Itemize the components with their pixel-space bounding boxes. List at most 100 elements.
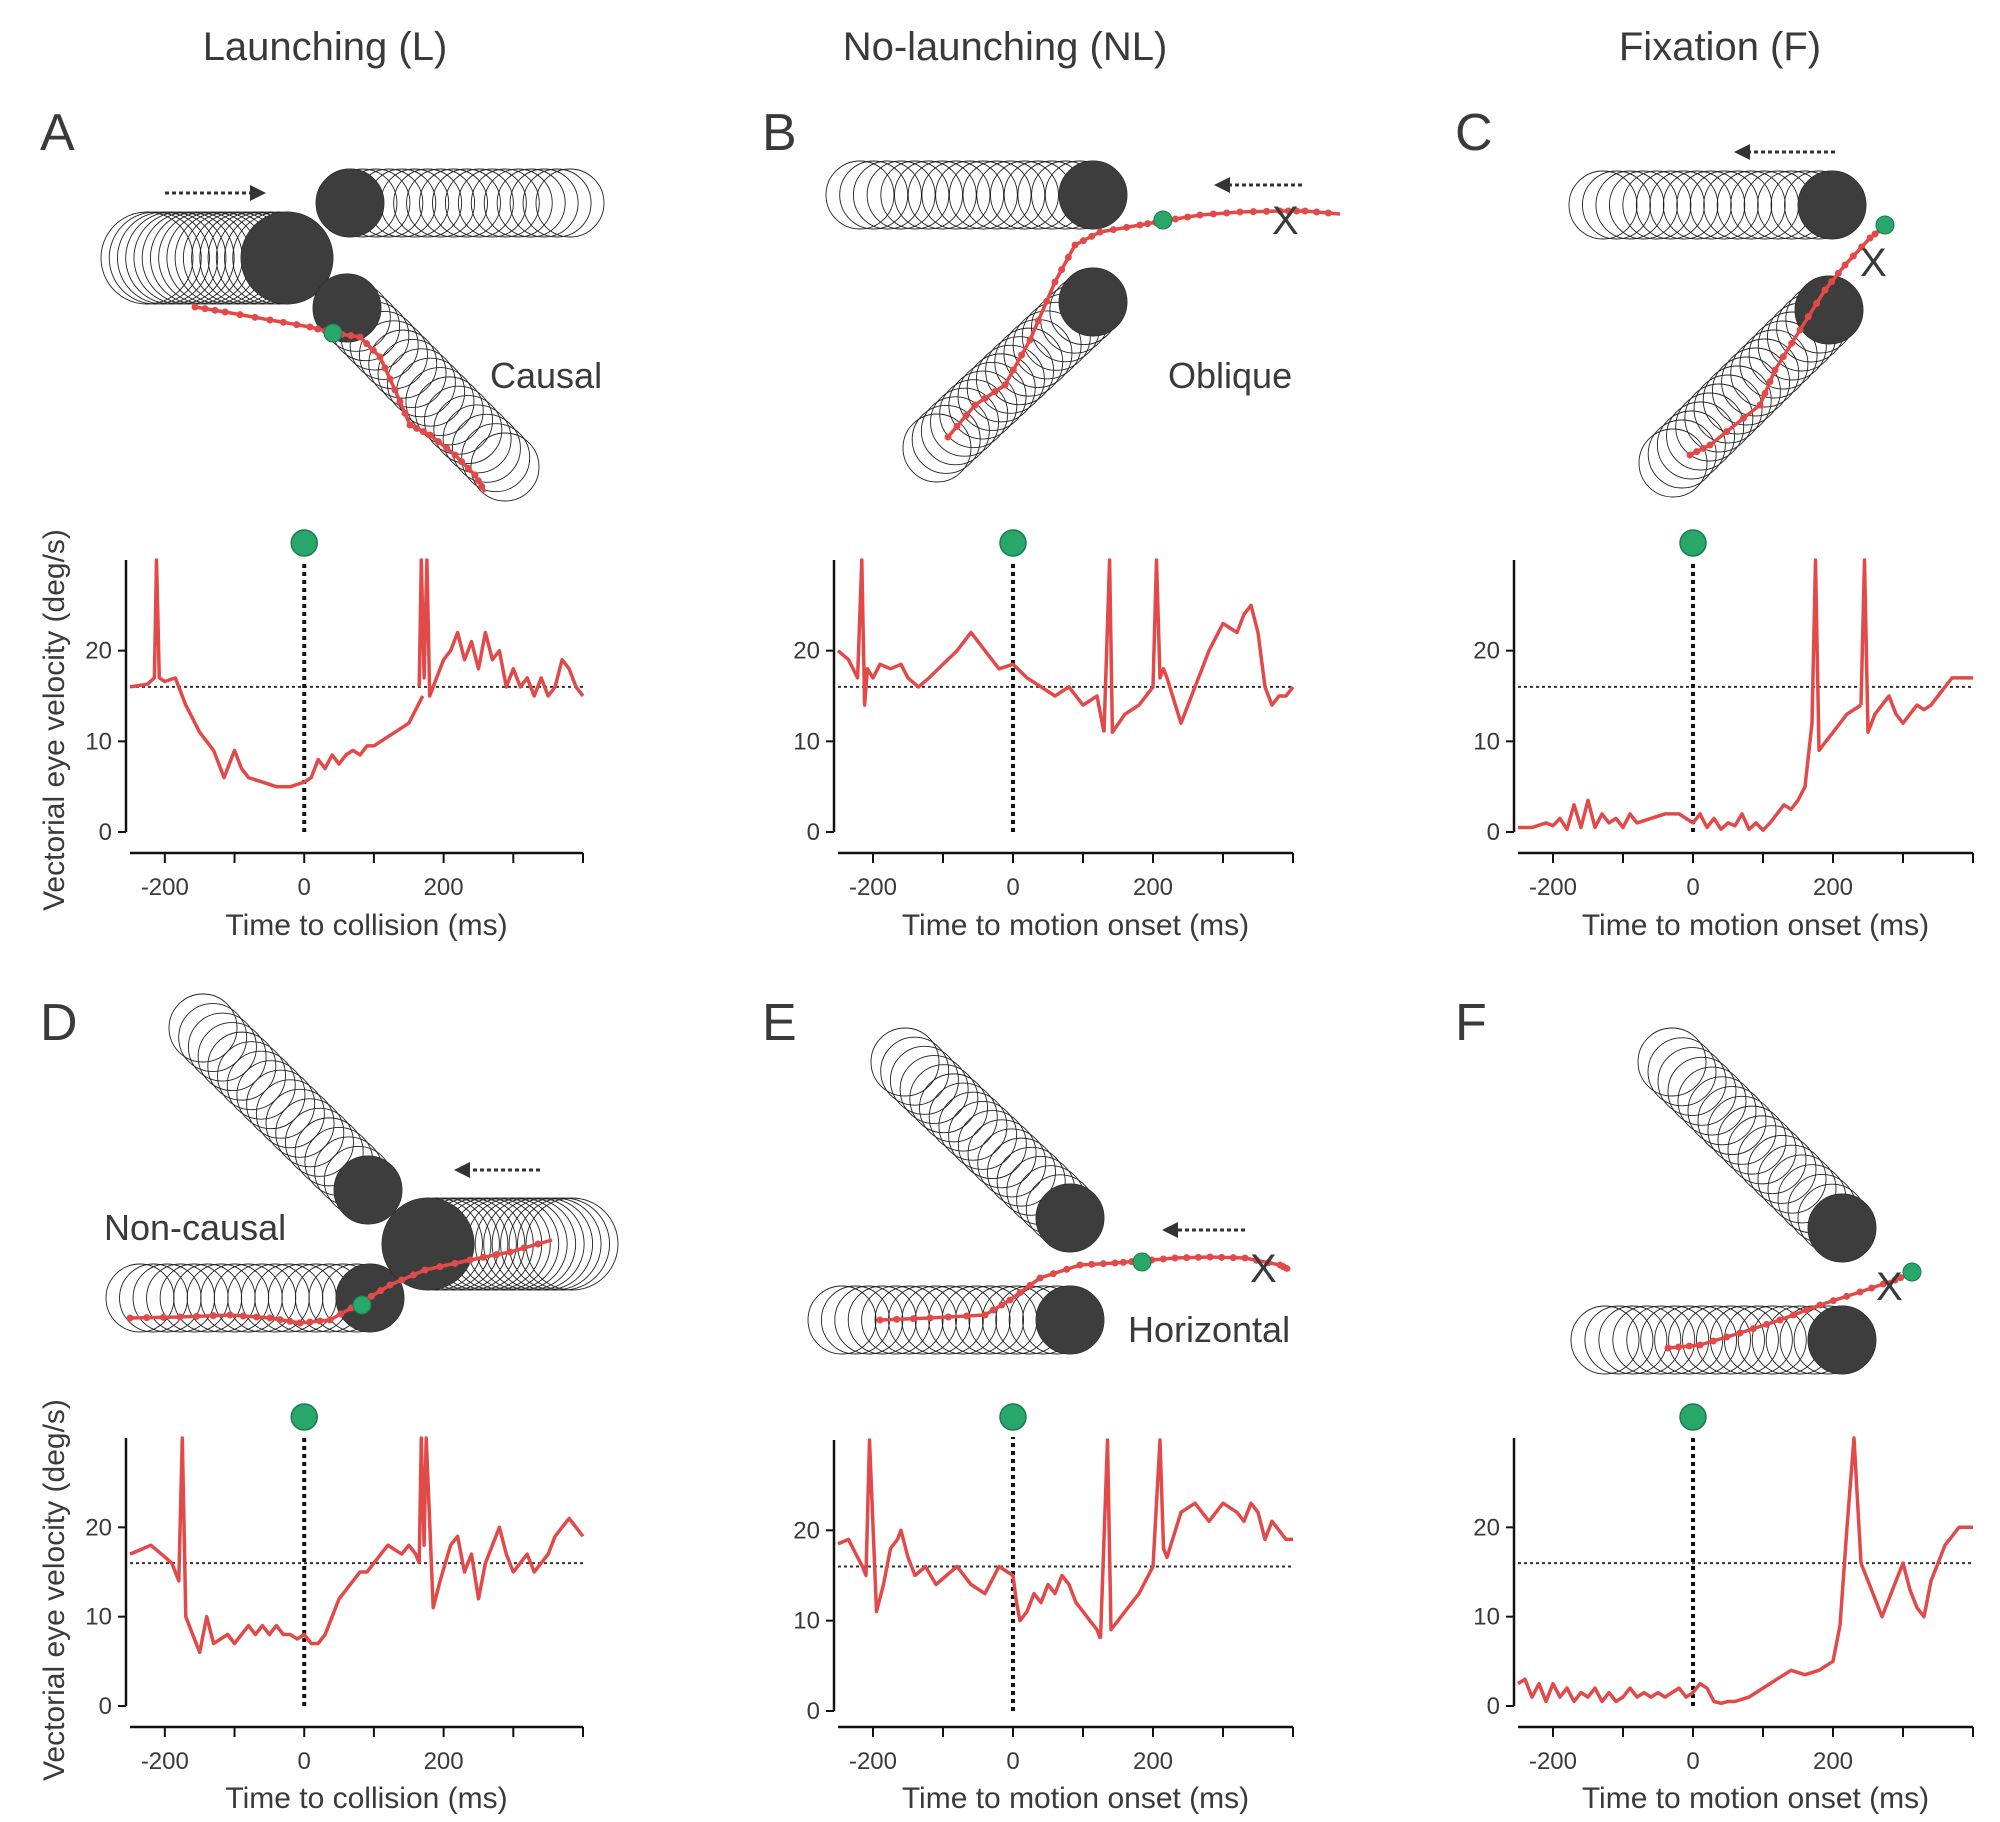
diagram-f-eye-trace-sample	[1816, 1301, 1824, 1309]
x-mark-f: X	[1876, 1265, 1903, 1309]
diagram-d-lower-ball-trail-circle	[132, 1263, 202, 1333]
diagram-a-eye-trace-sample	[464, 464, 472, 472]
chart-c-series-2	[1859, 558, 1973, 735]
diagram-d-upper-ball-trail-circle	[178, 1003, 248, 1072]
diagram-a-eye-trace-sample	[201, 305, 209, 313]
chart-b-y-tick-label: 20	[793, 638, 820, 665]
chart-c-x-axis-label: Time to motion onset (ms)	[1582, 909, 1929, 942]
diagram-d-upper-ball-trail-circle	[187, 1012, 257, 1082]
diagram-f-lower-ball-trail-circle	[1626, 1305, 1696, 1375]
diagram-a-launched-ball-trail-circle	[461, 423, 531, 493]
chart-e-x-axis-label: Time to motion onset (ms)	[902, 1782, 1249, 1815]
chart-d-x-tick-label: 0	[298, 1748, 311, 1775]
diagram-c-onset-marker	[1875, 215, 1895, 235]
chart-c-y-tick-label: 0	[1487, 819, 1500, 846]
diagram-e-lower-ball-trail	[807, 1285, 1105, 1355]
diagram-f-upper-ball-trail-circle	[1747, 1134, 1817, 1204]
diagram-a-eye-trace-sample	[279, 318, 287, 326]
chart-f-x-tick-label: -200	[1529, 1748, 1577, 1775]
diagram-d-collision-marker	[352, 1295, 372, 1315]
diagram-d-upper-ball-trail-circle	[168, 993, 238, 1063]
diagram-c-upper-ball-trail	[1568, 170, 1867, 240]
diagram-b-upper-ball-trail-circle	[976, 160, 1046, 230]
diagram-c-eye-trace-sample	[1834, 269, 1842, 277]
diagram-b-eye-trace-sample	[1058, 266, 1066, 274]
diagram-a-eye-trace-sample	[191, 303, 199, 311]
diagram-e-upper-ball-trail-circle	[977, 1128, 1047, 1198]
diagram-d-motion-arrow	[454, 1162, 540, 1178]
diagram-a-eye-trace-sample	[451, 451, 459, 459]
diagram-d-lower-ball-trail-circle	[105, 1263, 175, 1333]
chart-a-series-1	[129, 558, 425, 789]
diagram-f-upper-ball-trail-circle	[1767, 1154, 1837, 1224]
diagram-f-eye-trace-sample	[1897, 1274, 1905, 1282]
diagram-b-eye-trace-sample	[1071, 241, 1079, 249]
diagram-a-upper-ball-trail-circle	[393, 168, 463, 238]
diagram-b-lower-ball-trail-circle	[985, 336, 1055, 406]
diagram-b-lower-ball-trail-circle	[994, 327, 1064, 397]
diagram-d-upper-ball-trail-circle	[217, 1041, 286, 1111]
chart-f-x-tick-label: 0	[1686, 1748, 1699, 1775]
diagram-d-upper-ball-trail-circle	[246, 1069, 316, 1139]
diagram-d-launcher-ball-trail-circle	[491, 1197, 585, 1291]
diagram-a-eye-trace-sample	[266, 316, 274, 324]
diagram-f-eye-trace-sample	[1879, 1280, 1887, 1288]
diagram-f-upper-ball-trail-circle	[1687, 1076, 1757, 1146]
diagram-c-eye-trace-sample	[1858, 243, 1866, 251]
chart-c-x-tick-label: -200	[1529, 874, 1577, 901]
diagram-d-eye-trace-sample	[451, 1259, 459, 1267]
diagram-c-eye-trace-sample	[1871, 230, 1879, 238]
diagram-b-eye-trace-sample	[1144, 220, 1152, 228]
diagram-c-lower-ball-trail-circle	[1757, 311, 1827, 381]
chart-f-x-tick-label: 200	[1813, 1748, 1853, 1775]
chart-d-y-tick-label: 10	[85, 1604, 112, 1631]
diagram-e-eye-trace-sample	[1016, 1289, 1024, 1297]
diagram-a-eye-trace-sample	[381, 364, 389, 372]
diagram-c-motion-arrow	[1734, 144, 1835, 160]
diagram-b-lower-ball-trail-circle	[1021, 301, 1091, 371]
diagram-e-eye-trace-sample	[1229, 1254, 1237, 1262]
diagram-c-eye-trace-sample	[1813, 299, 1821, 307]
condition-labels: Causal Oblique Non-causal Horizontal	[104, 355, 1292, 1350]
diagram-b-eye-trace-sample	[1276, 207, 1284, 215]
diagram-d-eye-trace-sample	[466, 1256, 474, 1264]
diagram-e-eye-trace-sample	[1036, 1274, 1044, 1282]
diagram-c-upper-ball-trail-circle	[1689, 170, 1759, 240]
diagram-a-eye-trace-sample	[391, 386, 399, 394]
chart-e-y-tick-label: 10	[793, 1608, 820, 1635]
chart-d-x-tick-label: 200	[424, 1748, 464, 1775]
diagram-f-eye-trace-sample	[1803, 1306, 1811, 1314]
chart-f-event-marker	[1679, 1403, 1707, 1431]
diagram-c-upper-ball-trail-circle	[1703, 170, 1773, 240]
diagram-f-lower-ball-trail-circle	[1640, 1305, 1710, 1375]
diagram-e	[807, 1027, 1291, 1355]
diagram-b-eye-trace-path	[946, 209, 1341, 439]
chart-d-x-axis-label: Time to collision (ms)	[225, 1782, 507, 1815]
diagram-d-eye-trace	[126, 1238, 553, 1327]
diagram-e-upper-ball-trail-circle	[928, 1082, 998, 1152]
diagram-a-launched-ball-trail-circle	[451, 413, 521, 483]
diagram-b-eye-trace-sample	[1293, 207, 1301, 215]
diagram-f-lower-ball-trail	[1570, 1305, 1877, 1375]
chart-d-series-1	[129, 1436, 421, 1655]
diagram-c-lower-ball-trail-circle	[1675, 392, 1745, 462]
diagram-a-upper-ball-trail-circle	[522, 168, 592, 238]
diagram-b-lower-ball-trail-circle	[930, 387, 999, 457]
diagram-d-eye-trace-sample	[479, 1253, 487, 1261]
diagram-e-upper-ball-trail-circle	[909, 1064, 979, 1134]
diagram-a-collision-marker	[323, 323, 343, 343]
diagram-c-upper-ball-trail-circle	[1595, 170, 1665, 240]
diagram-b-lower-ball-trail-circle	[939, 379, 1009, 449]
diagram-e-upper-ball-trail-circle	[967, 1119, 1037, 1189]
diagram-c-lower-ball-trail-circle	[1711, 356, 1781, 426]
diagram-c-eye-trace-sample	[1804, 313, 1812, 321]
diagram-f-eye-trace-sample	[1829, 1297, 1837, 1305]
diagram-f-upper-ball-trail-circle	[1757, 1144, 1827, 1214]
diagram-b-eye-trace	[944, 207, 1341, 441]
diagram-c-lower-ball-trail-circle	[1748, 320, 1818, 390]
diagram-c-eye-trace-sample	[1779, 353, 1787, 361]
diagram-d-eye-trace-sample	[534, 1240, 542, 1248]
diagram-c-upper-ball-trail-circle	[1568, 170, 1638, 240]
